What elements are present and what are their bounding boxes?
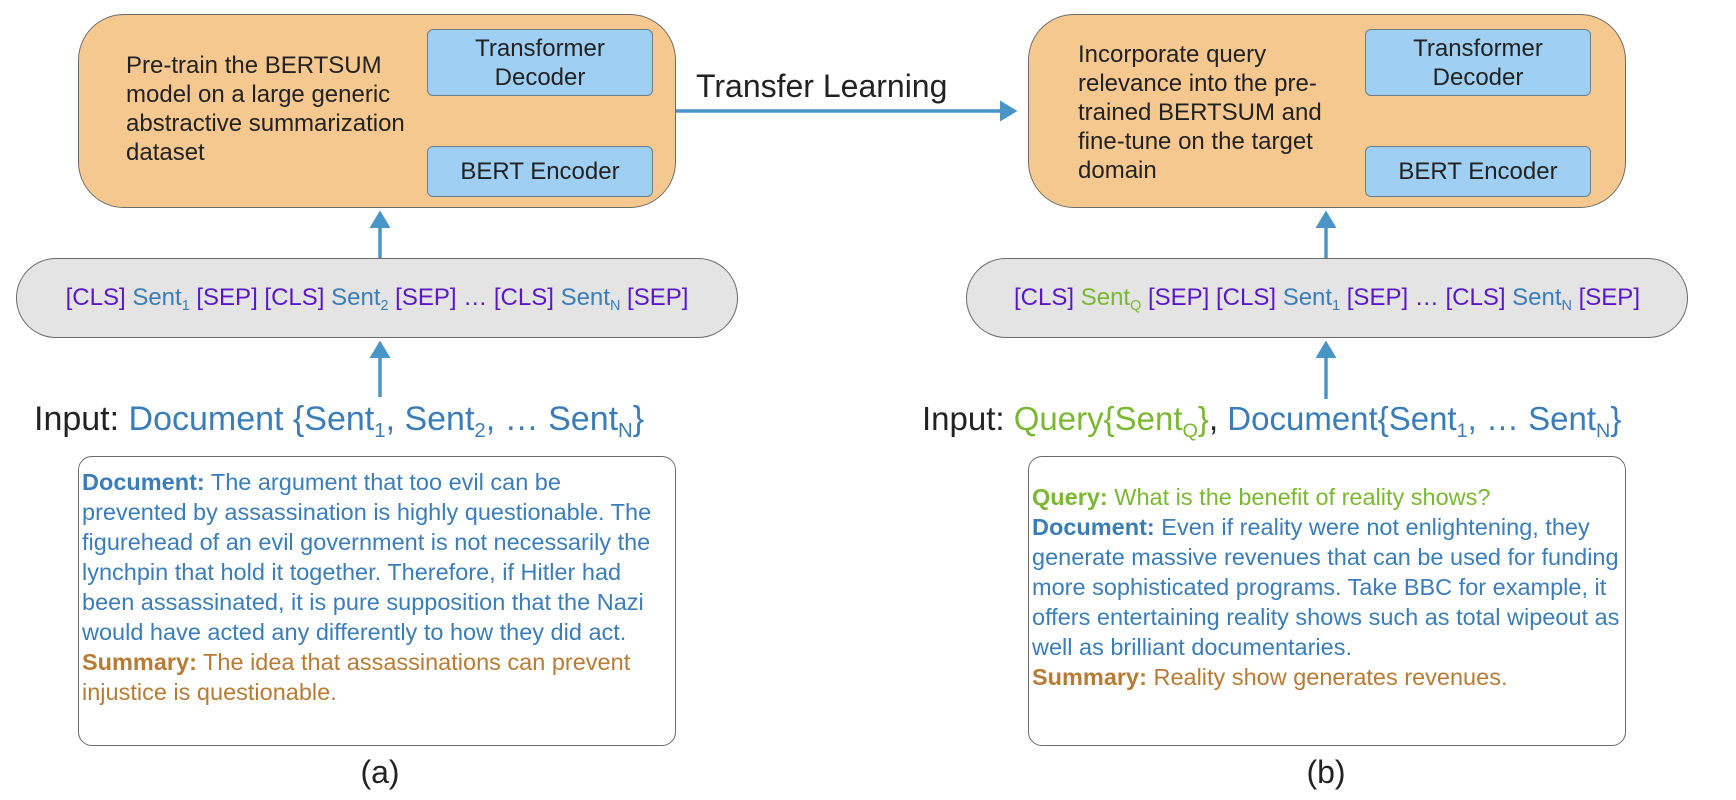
token-sent-n: SentN bbox=[1512, 284, 1572, 315]
token-sent-1: Sent1 bbox=[1282, 284, 1341, 315]
caption-a: (a) bbox=[360, 754, 400, 790]
token-sep: [SEP] bbox=[395, 284, 457, 311]
token-cls: [CLS] bbox=[1445, 284, 1506, 311]
token-ellipsis: … bbox=[1414, 284, 1439, 311]
document-label: Document: bbox=[1032, 514, 1155, 540]
input-label-b: Input: Query{SentQ}, Document{Sent1, … S… bbox=[922, 400, 1622, 442]
example-box-a: Document: The argument that too evil can… bbox=[78, 456, 676, 746]
token-cls: [CLS] bbox=[264, 284, 325, 311]
transformer-decoder-box-b: Transformer Decoder bbox=[1365, 29, 1591, 96]
document-text: Even if reality were not enlightening, t… bbox=[1032, 514, 1620, 660]
token-ellipsis: … bbox=[463, 284, 488, 311]
query-label: Query: bbox=[1032, 484, 1108, 510]
token-cls: [CLS] bbox=[1216, 284, 1277, 311]
input-query-b: Query{SentQ} bbox=[1013, 400, 1209, 442]
token-sent-1: Sent1 bbox=[132, 284, 190, 315]
input-label-a: Input: Document {Sent1, Sent2, … SentN} bbox=[34, 400, 645, 443]
finetune-model-text: Incorporate query relevance into the pre… bbox=[1078, 41, 1322, 184]
summary-label: Summary: bbox=[1032, 664, 1147, 690]
bert-encoder-box-a: BERT Encoder bbox=[427, 146, 653, 197]
token-cls: [CLS] bbox=[493, 284, 554, 311]
example-box-b: Query: What is the benefit of reality sh… bbox=[1028, 456, 1626, 746]
pretrain-model-text: Pre-train the BERTSUM model on a large g… bbox=[126, 52, 405, 166]
input-document-a: Document {Sent1, Sent2, … SentN} bbox=[128, 400, 645, 443]
bert-encoder-box-b: BERT Encoder bbox=[1365, 146, 1591, 197]
input-prefix: Input: bbox=[922, 400, 1005, 437]
document-text: The argument that too evil can be preven… bbox=[82, 469, 652, 645]
token-sep: [SEP] bbox=[1147, 284, 1210, 311]
token-sep: [SEP] bbox=[1578, 284, 1640, 311]
input-sequence-a: [CLS] Sent1 [SEP] [CLS] Sent2 [SEP] … [C… bbox=[16, 258, 738, 338]
document-label: Document: bbox=[82, 469, 205, 495]
token-sep: [SEP] bbox=[627, 284, 689, 311]
summary-text: The idea that assassinations can prevent… bbox=[82, 649, 631, 705]
query-text: What is the benefit of reality shows? bbox=[1114, 484, 1491, 510]
token-sent-2: Sent2 bbox=[331, 284, 389, 315]
input-document-b: Document{Sent1, … SentN} bbox=[1227, 400, 1622, 442]
transfer-learning-label: Transfer Learning bbox=[696, 68, 948, 104]
token-cls: [CLS] bbox=[1014, 284, 1075, 311]
token-sep: [SEP] bbox=[1346, 284, 1409, 311]
token-sent-q: SentQ bbox=[1080, 284, 1142, 315]
token-cls: [CLS] bbox=[65, 284, 126, 311]
input-prefix: Input: bbox=[34, 400, 120, 438]
token-sep: [SEP] bbox=[196, 284, 258, 311]
summary-text: Reality show generates revenues. bbox=[1153, 664, 1508, 690]
token-sent-n: SentN bbox=[560, 284, 621, 315]
transformer-decoder-box-a: Transformer Decoder bbox=[427, 29, 653, 96]
summary-label: Summary: bbox=[82, 649, 197, 675]
input-sequence-b: [CLS] SentQ [SEP] [CLS] Sent1 [SEP] … [C… bbox=[966, 258, 1688, 338]
caption-b: (b) bbox=[1306, 754, 1346, 790]
